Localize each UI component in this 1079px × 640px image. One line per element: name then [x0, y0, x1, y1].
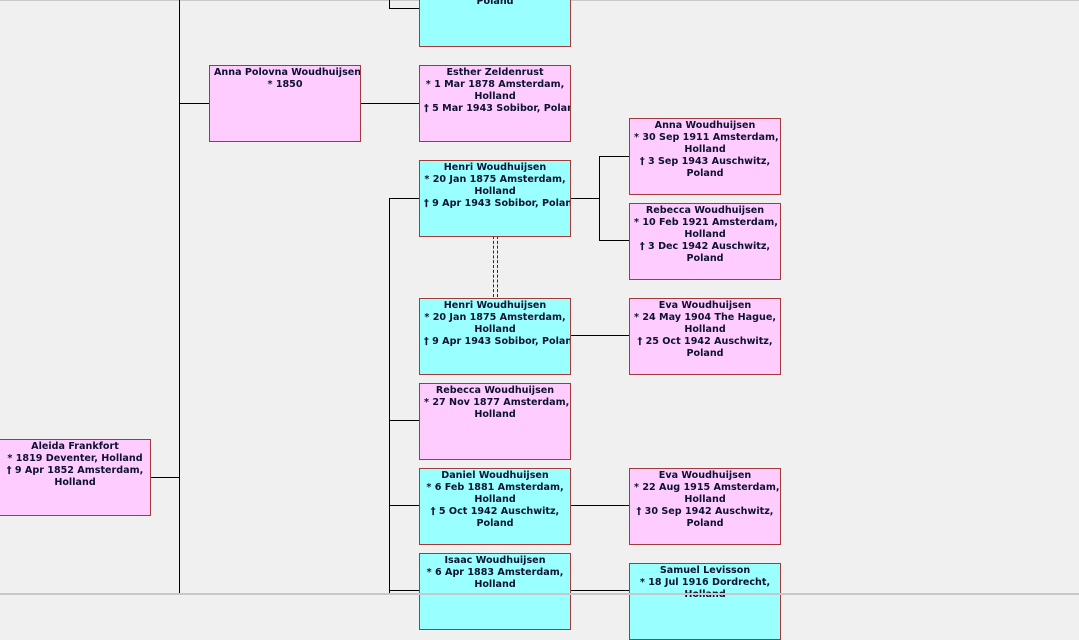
- person-detail-line: Holland: [474, 324, 516, 335]
- person-name: Samuel Levisson: [659, 565, 751, 576]
- connector-line: [599, 156, 630, 157]
- person-detail-line: Holland: [684, 494, 726, 505]
- person-card[interactable]: Samuel Levisson* 18 Jul 1916 Dordrecht,H…: [629, 563, 781, 640]
- birth-line: * 6 Feb 1881 Amsterdam,: [426, 482, 564, 493]
- person-card[interactable]: Esther Zeldenrust* 1 Mar 1878 Amsterdam,…: [419, 65, 571, 142]
- connector-line: [360, 103, 420, 104]
- connector-line: [389, 198, 390, 595]
- connector-line: [599, 156, 600, 241]
- person-name: Rebecca Woudhuijsen: [645, 205, 765, 216]
- bottom-border: [0, 593, 1079, 595]
- birth-line: * 24 May 1904 The Hague,: [634, 312, 776, 323]
- connector-line: [570, 198, 600, 199]
- person-name: Anna Polovna Woudhuijsen: [214, 67, 361, 78]
- connector-line: [570, 590, 630, 591]
- person-card[interactable]: Henri Woudhuijsen* 20 Jan 1875 Amsterdam…: [419, 160, 571, 237]
- person-detail-line: Poland: [686, 168, 724, 179]
- person-detail-line: Holland: [634, 589, 776, 601]
- person-card[interactable]: Henri Woudhuijsen* 20 Jan 1875 Amsterdam…: [419, 298, 571, 375]
- person-name: Daniel Woudhuijsen: [441, 470, 549, 481]
- connector-line: [389, 505, 420, 506]
- person-card[interactable]: Daniel Woudhuijsen* 6 Feb 1881 Amsterdam…: [419, 468, 571, 545]
- person-detail-line: Holland: [474, 186, 516, 197]
- person-name: Eva Woudhuijsen: [658, 300, 752, 311]
- person-detail-line: Holland: [684, 324, 726, 335]
- death-line: † 5 Mar 1943 Sobibor, Poland: [424, 103, 571, 114]
- person-name: Henri Woudhuijsen: [443, 300, 547, 311]
- person-detail-line: Holland: [474, 579, 516, 590]
- connector-line: [389, 8, 420, 9]
- birth-line: * 20 Jan 1875 Amsterdam,: [424, 174, 566, 185]
- person-detail-line: Holland: [684, 229, 726, 240]
- connector-line: [389, 198, 420, 199]
- death-line: † 5 Oct 1942 Auschwitz,: [430, 506, 560, 517]
- person-name: Henri Woudhuijsen: [443, 162, 547, 173]
- person-detail-line: Poland: [686, 348, 724, 359]
- person-card[interactable]: Anna Woudhuijsen* 30 Sep 1911 Amsterdam,…: [629, 118, 781, 195]
- birth-line: * 10 Feb 1921 Amsterdam,: [634, 217, 778, 228]
- birth-line: * 30 Sep 1911 Amsterdam,: [634, 132, 779, 143]
- death-line: † 9 Apr 1943 Sobibor, Poland: [424, 336, 571, 347]
- birth-line: * 27 Nov 1877 Amsterdam,: [424, 397, 570, 408]
- person-card[interactable]: Rebecca Woudhuijsen* 10 Feb 1921 Amsterd…: [629, 203, 781, 280]
- person-detail-line: Holland: [54, 477, 96, 488]
- birth-line: * 22 Aug 1915 Amsterdam,: [634, 482, 780, 493]
- connector-line: [179, 103, 210, 104]
- person-card[interactable]: Aleida Frankfort* 1819 Deventer, Holland…: [0, 439, 151, 516]
- person-detail-line: Holland: [474, 91, 516, 102]
- death-line: † 9 Apr 1852 Amsterdam,: [6, 465, 144, 476]
- death-line: † 3 Dec 1942 Auschwitz,: [639, 241, 771, 252]
- person-name: Esther Zeldenrust: [446, 67, 544, 78]
- person-name: Isaac Woudhuijsen: [444, 555, 546, 566]
- birth-line: * 18 Jul 1916 Dordrecht,: [639, 577, 771, 588]
- connector-line: [570, 505, 630, 506]
- person-card[interactable]: Eva Woudhuijsen* 24 May 1904 The Hague,H…: [629, 298, 781, 375]
- birth-line: * 6 Apr 1883 Amsterdam,: [426, 567, 564, 578]
- connector-line: [599, 240, 630, 241]
- person-name: Anna Woudhuijsen: [654, 120, 756, 131]
- death-line: † 9 Apr 1943 Sobibor, Poland: [424, 198, 571, 209]
- death-line: † 30 Sep 1942 Auschwitz,: [636, 506, 774, 517]
- person-card[interactable]: Anna Polovna Woudhuijsen* 1850: [209, 65, 361, 142]
- person-detail-line: Poland: [686, 518, 724, 529]
- person-detail-line: Holland: [474, 494, 516, 505]
- person-detail-line: Holland: [684, 144, 726, 155]
- birth-line: * 20 Jan 1875 Amsterdam,: [424, 312, 566, 323]
- person-detail-line: Holland: [474, 409, 516, 420]
- connector-line: [570, 335, 630, 336]
- connector-line: [179, 0, 180, 595]
- connector-line: [389, 420, 420, 421]
- person-name: Rebecca Woudhuijsen: [435, 385, 555, 396]
- person-card[interactable]: Isaac Woudhuijsen* 6 Apr 1883 Amsterdam,…: [419, 553, 571, 630]
- birth-line: * 1819 Deventer, Holland: [7, 453, 143, 464]
- birth-line: * 1850: [267, 79, 303, 90]
- connector-line: [151, 477, 180, 478]
- person-card[interactable]: Holland† 15 Oct 1942 Auschwitz,Poland: [419, 0, 571, 47]
- person-name: Eva Woudhuijsen: [658, 470, 752, 481]
- person-name: Aleida Frankfort: [31, 441, 119, 452]
- connector-line: [389, 590, 420, 591]
- duplicate-person-link: [493, 236, 498, 297]
- person-detail-line: Poland: [476, 0, 514, 7]
- death-line: † 3 Sep 1943 Auschwitz,: [639, 156, 771, 167]
- connector-line: [389, 0, 390, 8]
- person-card[interactable]: Rebecca Woudhuijsen* 27 Nov 1877 Amsterd…: [419, 383, 571, 460]
- birth-line: * 1 Mar 1878 Amsterdam,: [425, 79, 565, 90]
- person-detail-line: Poland: [686, 253, 724, 264]
- person-card[interactable]: Eva Woudhuijsen* 22 Aug 1915 Amsterdam,H…: [629, 468, 781, 545]
- person-detail-line: Poland: [476, 518, 514, 529]
- death-line: † 25 Oct 1942 Auschwitz,: [637, 336, 773, 347]
